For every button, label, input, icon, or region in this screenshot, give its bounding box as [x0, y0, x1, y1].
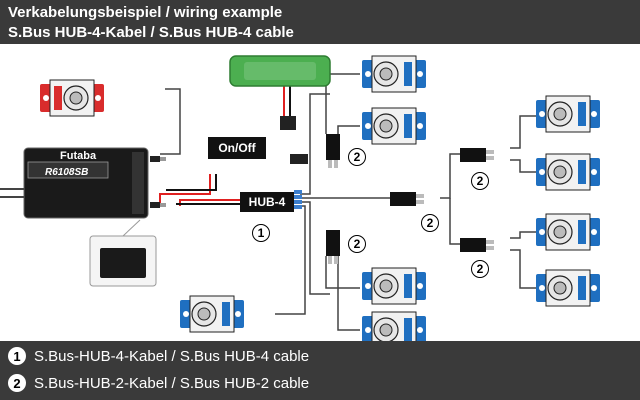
legend-text-1: S.Bus-HUB-4-Kabel / S.Bus HUB-4 cable [34, 347, 310, 365]
receiver-brand: Futaba [60, 150, 97, 162]
callout-2-down: 2 [348, 235, 366, 253]
callout-1: 1 [252, 224, 270, 242]
callout-2-up: 2 [348, 148, 366, 166]
callout-2-mid: 2 [421, 214, 439, 232]
sbus-port-label: S.BUS [112, 306, 131, 312]
switch-box [208, 137, 266, 159]
wiring-diagram-canvas [0, 55, 601, 341]
wiring-diagram: On/Off HUB-4 Futaba R6108SB S.BUS 1 2 2 … [0, 44, 640, 341]
signal-wires [160, 73, 540, 331]
sbus-port-detail [89, 219, 157, 287]
legend: 1 S.Bus-HUB-4-Kabel / S.Bus HUB-4 cable … [0, 341, 640, 400]
callout-2-right-top: 2 [471, 172, 489, 190]
receiver-model: R6108SB [45, 167, 89, 178]
legend-number-2: 2 [8, 374, 26, 392]
title-line-2: S.Bus HUB-4-Kabel / S.Bus HUB-4 cable [8, 24, 294, 41]
legend-number-1: 1 [8, 347, 26, 365]
hub4-label: HUB-4 [248, 195, 286, 209]
legend-item-1: 1 S.Bus-HUB-4-Kabel / S.Bus HUB-4 cable [8, 345, 309, 367]
legend-text-2: S.Bus-HUB-2-Kabel / S.Bus HUB-2 cable [34, 374, 310, 392]
receiver [0, 147, 149, 219]
callout-2-right-bottom: 2 [471, 260, 489, 278]
legend-item-2: 2 S.Bus-HUB-2-Kabel / S.Bus HUB-2 cable [8, 372, 309, 394]
hub4-box [240, 192, 294, 212]
battery-pack [229, 55, 331, 164]
header: Verkabelungsbeispiel / wiring example S.… [0, 0, 640, 44]
switch-label: On/Off [218, 141, 256, 155]
title-line-1: Verkabelungsbeispiel / wiring example [8, 4, 283, 21]
